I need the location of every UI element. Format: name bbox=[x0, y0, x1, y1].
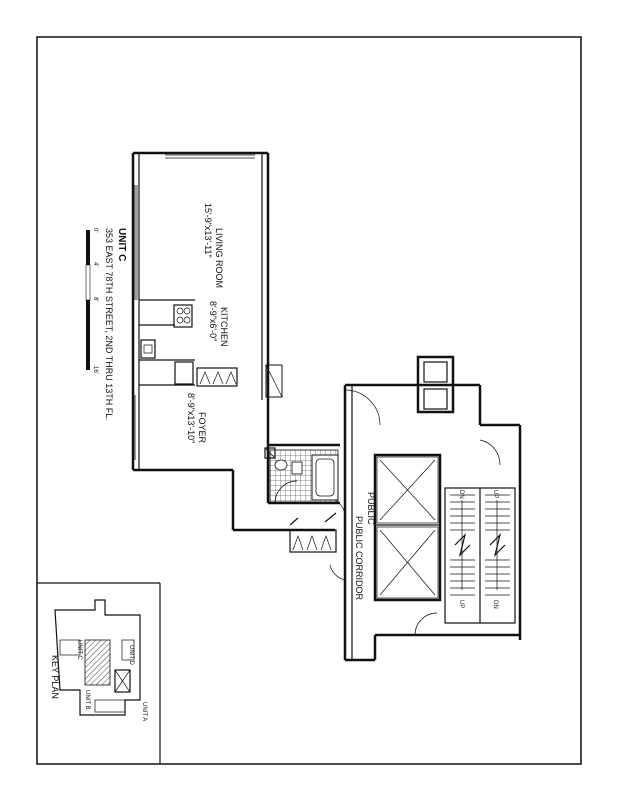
stair-up-top: UP bbox=[492, 490, 498, 498]
corridor-walls bbox=[329, 383, 522, 662]
kitchen-name: KITCHEN bbox=[219, 307, 229, 347]
key-unit-b: UNIT B bbox=[84, 690, 90, 710]
scale-tick-16: 16' bbox=[92, 366, 98, 374]
scale-tick-0: 0' bbox=[92, 228, 98, 232]
stair-up-bottom: UP bbox=[458, 600, 464, 608]
unit-c-walls bbox=[131, 151, 340, 532]
public-label: PUBLIC bbox=[366, 492, 376, 525]
key-unit-a: UNIT A bbox=[141, 702, 147, 721]
living-room-dims: 15'-9"x13'-11" bbox=[203, 203, 213, 258]
foyer-dims: 8'-9"x13'-10" bbox=[186, 393, 196, 443]
key-plan-drawing bbox=[54, 599, 141, 716]
elevators bbox=[373, 453, 442, 602]
living-room-name: LIVING ROOM bbox=[214, 228, 224, 288]
scale-bar bbox=[85, 230, 91, 370]
kitchen-fixtures bbox=[139, 299, 238, 387]
mechanical-shafts bbox=[416, 355, 455, 414]
key-unit-c: UNIT C bbox=[76, 640, 82, 661]
stair-dn-bottom: DN bbox=[492, 600, 498, 609]
shaft bbox=[265, 364, 283, 398]
sheet-border bbox=[36, 36, 582, 765]
unit-title: UNIT C bbox=[116, 228, 127, 261]
scale-tick-4: 4' bbox=[92, 262, 98, 266]
stairs bbox=[444, 487, 516, 624]
key-unit-d: UNIT D bbox=[128, 645, 134, 666]
bathroom bbox=[269, 449, 339, 504]
scale-tick-8: 8' bbox=[92, 297, 98, 301]
entry-closet bbox=[289, 512, 337, 553]
windows bbox=[134, 154, 255, 460]
foyer-name: FOYER bbox=[197, 412, 207, 444]
key-plan-box bbox=[37, 582, 161, 764]
key-plan-title: KEY PLAN bbox=[50, 655, 60, 699]
kitchen-dims: 8'-9"x6'-0" bbox=[208, 301, 218, 341]
corridor-label: PUBLIC CORRIDOR bbox=[354, 516, 364, 601]
address-label: 353 EAST 78TH STREET, 2ND THRU 13TH FL. bbox=[104, 228, 114, 421]
stair-dn-top: DN bbox=[458, 490, 464, 499]
